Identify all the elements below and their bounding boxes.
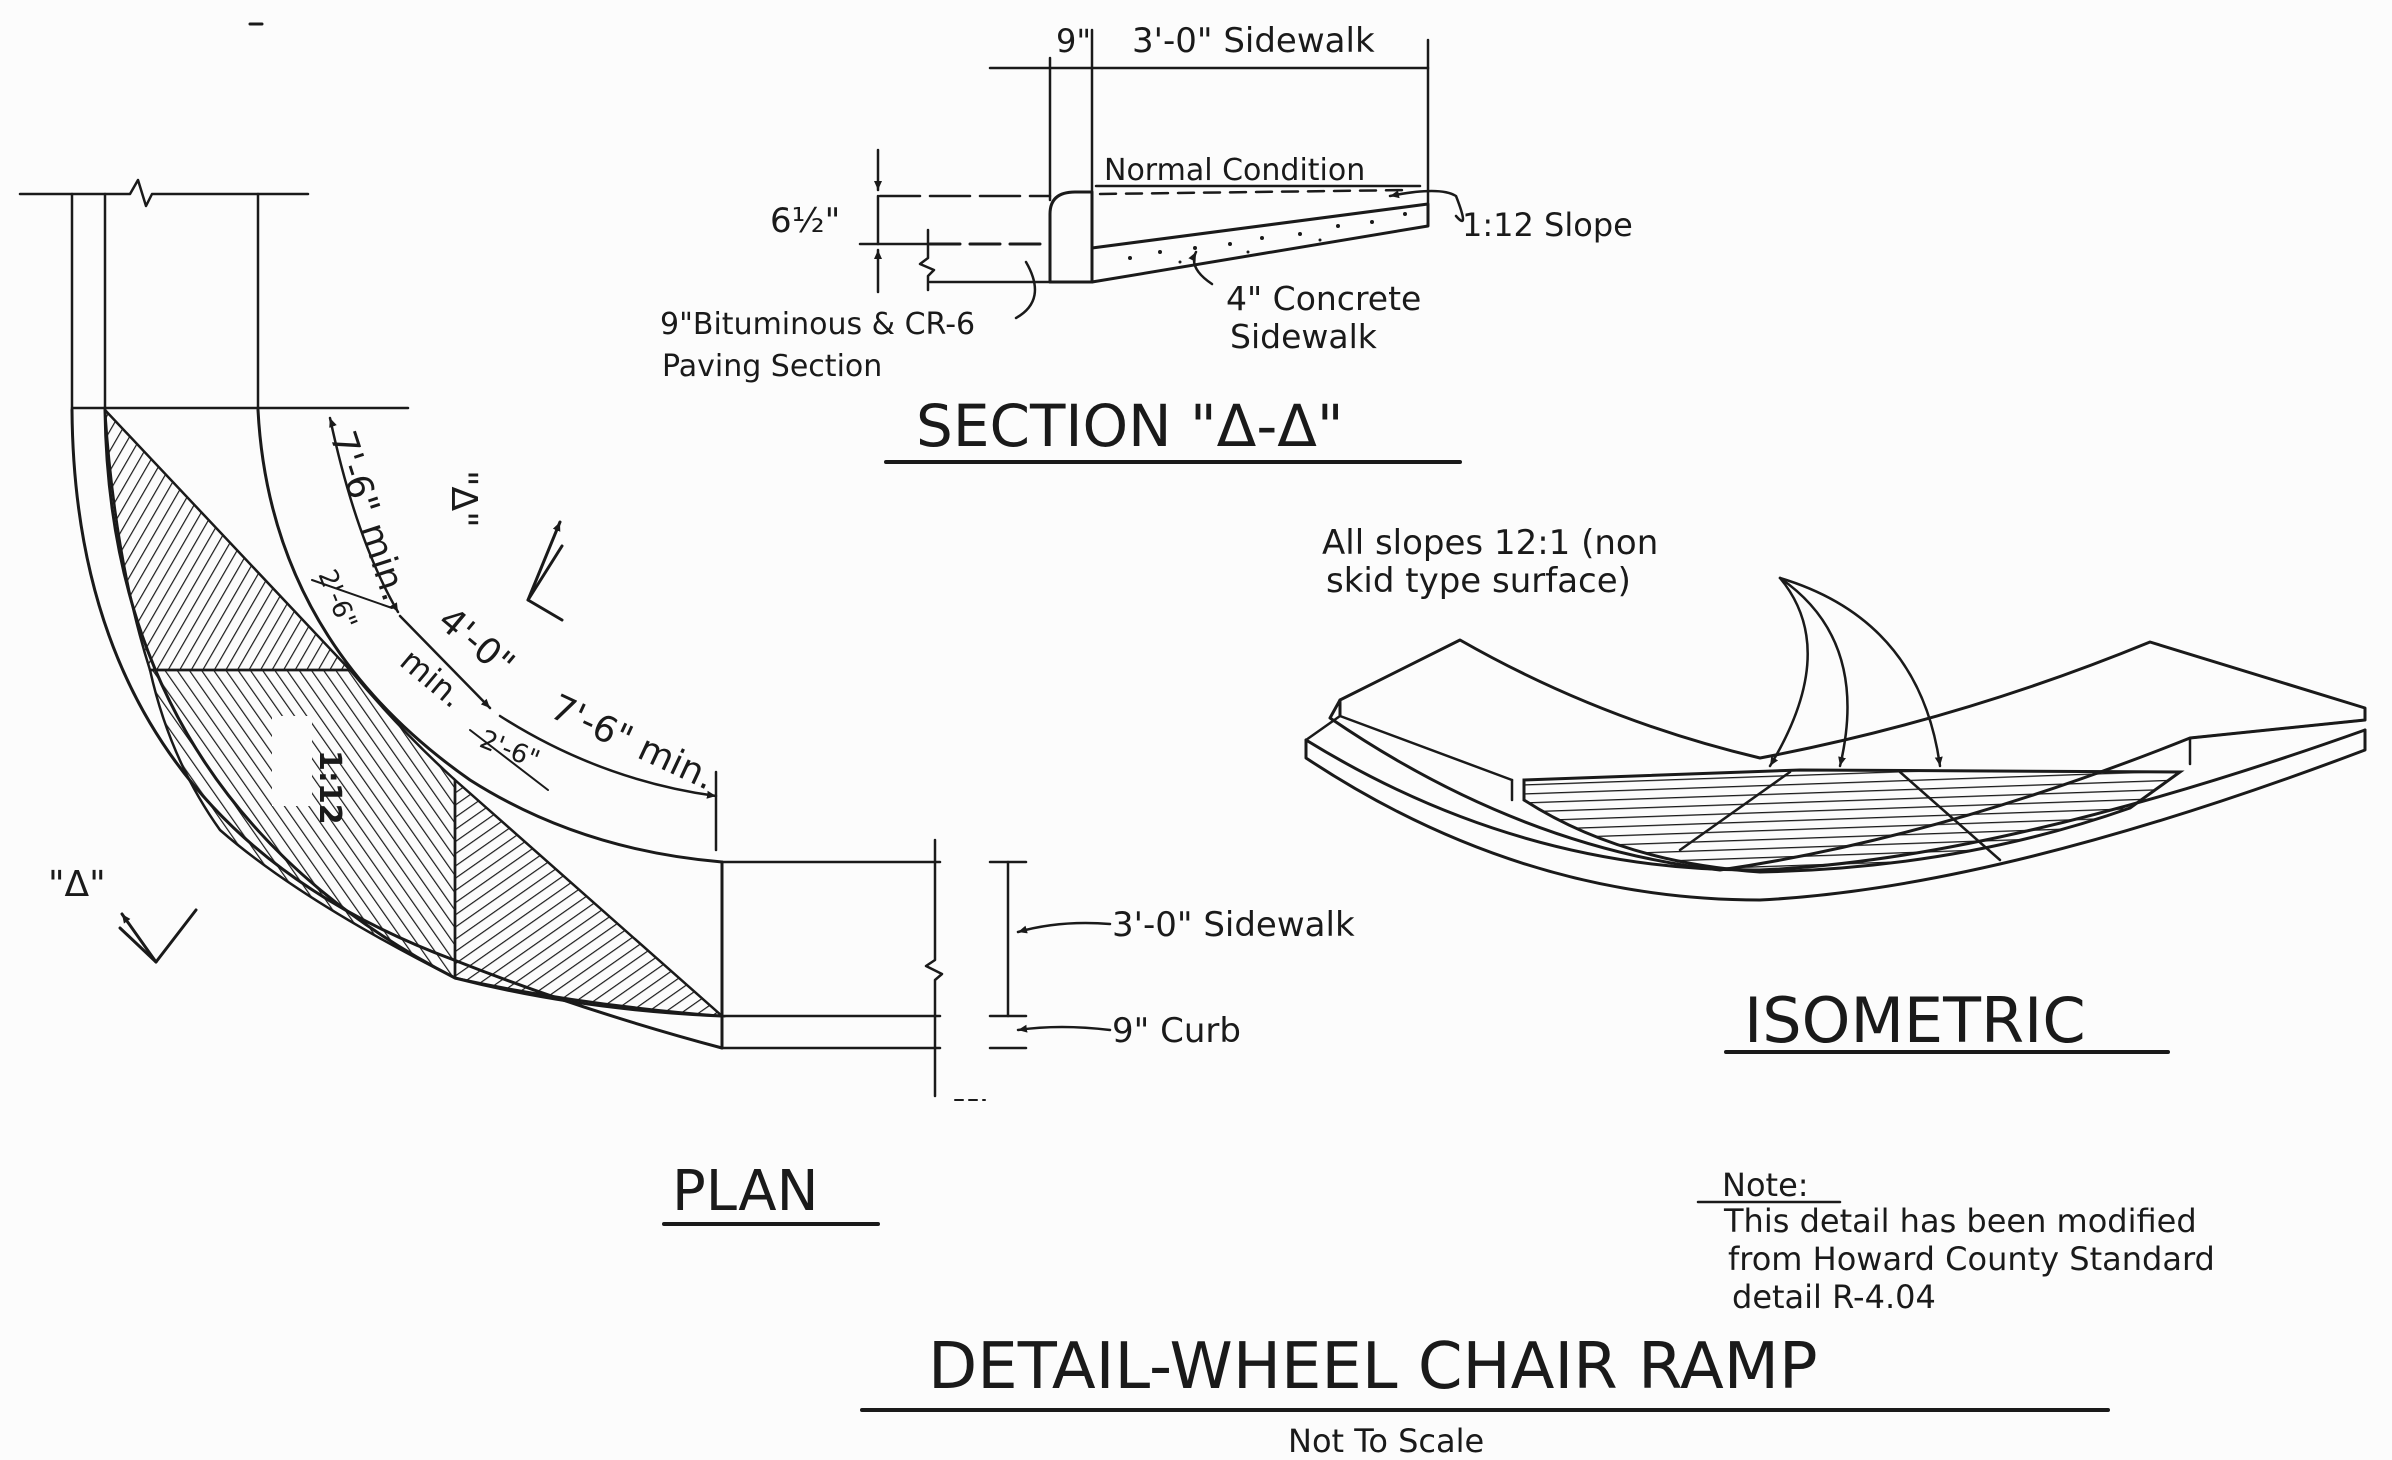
paving-break-line xyxy=(918,228,936,292)
curb-profile xyxy=(1048,190,1094,284)
main-subtitle: Not To Scale xyxy=(1288,1422,1484,1460)
section-mark-upper: "Δ" xyxy=(443,470,484,528)
section-title: SECTION "Δ-Δ" xyxy=(916,392,1344,460)
plan-curb-label: 9" Curb xyxy=(1112,1011,1241,1051)
plan-flare-lower-dimension: 2'-6" xyxy=(475,725,543,776)
concrete-aggregate xyxy=(1128,212,1407,264)
section-view: 9" 3'-0" Sidewalk Normal Condition 6½" 1… xyxy=(660,21,1633,464)
plan-title: PLAN xyxy=(672,1159,818,1224)
plan-sidewalk-label: 3'-0" Sidewalk xyxy=(1112,905,1355,945)
plan-slope-mark: 1:12 xyxy=(312,750,347,825)
iso-slopes-line1: All slopes 12:1 (non xyxy=(1322,523,1658,563)
section-curb-dimension: 9" xyxy=(1056,22,1091,60)
note-line2: from Howard County Standard xyxy=(1728,1240,2215,1278)
note-line1: This detail has been modified xyxy=(1723,1202,2197,1240)
note-line3: detail R-4.04 xyxy=(1732,1278,1936,1316)
iso-slopes-line2: skid type surface) xyxy=(1326,561,1631,601)
iso-title: ISOMETRIC xyxy=(1744,984,2086,1057)
note-block: Note: This detail has been modified from… xyxy=(1696,1166,2215,1316)
section-mark-lower: "Δ" xyxy=(48,864,106,905)
isometric-view: All slopes 12:1 (non skid type surface) … xyxy=(1304,523,2367,1057)
section-sidewalk-dimension: 3'-0" Sidewalk xyxy=(1132,21,1375,61)
slope-label: 1:12 Slope xyxy=(1462,206,1633,244)
dim-arc-lower xyxy=(498,714,718,799)
plan-sidewalk-back xyxy=(256,408,724,864)
plan-ramp-center xyxy=(148,668,457,981)
iso-ramp-surface xyxy=(1522,768,2185,874)
paving-label-line2: Paving Section xyxy=(662,349,882,384)
plan-ramp-lower-dimension: 7'-6" min. xyxy=(544,687,721,799)
dim-arc-upper xyxy=(328,416,400,614)
plan-right-break xyxy=(924,838,944,1098)
paving-label-line1: 9"Bituminous & CR-6 xyxy=(660,307,975,342)
main-title: DETAIL-WHEEL CHAIR RAMP xyxy=(928,1330,1818,1404)
slope-mark-background xyxy=(272,716,312,806)
concrete-label-line2: Sidewalk xyxy=(1230,317,1378,356)
plan-flare-lower xyxy=(453,777,726,1018)
concrete-sidewalk-slab xyxy=(1090,202,1430,284)
main-title-block: DETAIL-WHEEL CHAIR RAMP Not To Scale xyxy=(860,1330,2110,1460)
plan-top-break xyxy=(18,178,310,208)
normal-condition-label: Normal Condition xyxy=(1104,153,1365,188)
section-height-dimension: 6½" xyxy=(770,201,840,241)
normal-condition-line xyxy=(1098,188,1412,196)
plan-flare-upper xyxy=(103,406,353,672)
plan-curb-inner xyxy=(103,408,724,1018)
concrete-label-line1: 4" Concrete xyxy=(1226,279,1421,318)
note-heading: Note: xyxy=(1722,1166,1809,1204)
section-cut-arrow-lower xyxy=(118,908,198,964)
